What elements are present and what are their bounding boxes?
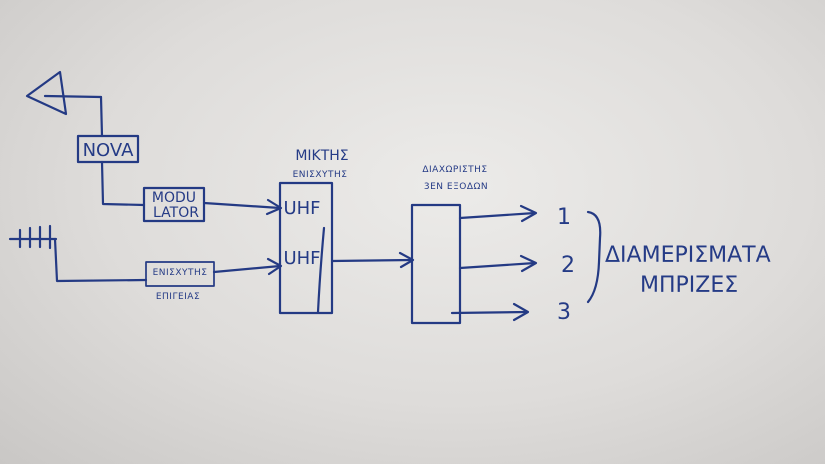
output-number-1: 1 [557, 205, 571, 230]
mixer-input-2-label: UHF [283, 248, 320, 269]
modulator-label-line2: LATOR [153, 205, 199, 221]
modulator-label-line1: MODU [152, 190, 196, 206]
terrestrial-antenna-icon [8, 224, 58, 250]
output-number-3: 3 [557, 300, 571, 325]
mixer-amplifier-block: ΜΙΚΤΗΣ ΕΝΙΣΧΥΤΗΣ UHF UHF [278, 148, 349, 315]
nova-block: NOVA [76, 134, 140, 164]
splitter-title-line1: ΔΙΑΧΩΡΙΣΤΗΣ [422, 165, 487, 175]
mixer-input-1-label: UHF [283, 198, 320, 219]
output-arrow-3 [450, 302, 530, 322]
modulator-block: MODU LATOR [142, 186, 206, 223]
wire-dish-to-nova [99, 95, 104, 138]
satellite-dish-icon [25, 70, 103, 116]
splitter-title-line2: 3ΕΝ ΕΞΟΔΩΝ [424, 182, 488, 192]
wire-nova-to-modulator [100, 160, 146, 207]
arrow-mixer-to-splitter [330, 251, 415, 269]
wire-antenna-to-amplifier [53, 237, 148, 283]
mixer-title-line1: ΜΙΚΤΗΣ [295, 148, 348, 164]
output-arrow-2 [458, 254, 538, 273]
arrow-amplifier-to-mixer [212, 257, 283, 276]
terrestrial-amplifier-block: ΕΝΙΣΧΥΤΗΣ ΕΠΙΓΕΙΑΣ [145, 261, 215, 302]
nova-label: NOVA [83, 140, 134, 161]
amplifier-below-label: ΕΠΙΓΕΙΑΣ [156, 292, 200, 302]
outputs-bracket [586, 210, 602, 304]
mixer-title-line2: ΕΝΙΣΧΥΤΗΣ [293, 170, 348, 180]
arrow-modulator-to-mixer [202, 198, 283, 216]
output-number-2: 2 [561, 253, 575, 278]
outputs-label-line1: ΔΙΑΜΕΡΙΣΜΑΤΑ [605, 243, 771, 268]
output-arrow-1 [458, 204, 538, 223]
splitter-block: ΔΙΑΧΩΡΙΣΤΗΣ 3ΕΝ ΕΞΟΔΩΝ [410, 165, 488, 325]
outputs-label-line2: ΜΠΡΙΖΕΣ [640, 273, 738, 298]
amplifier-inner-label: ΕΝΙΣΧΥΤΗΣ [153, 268, 208, 278]
